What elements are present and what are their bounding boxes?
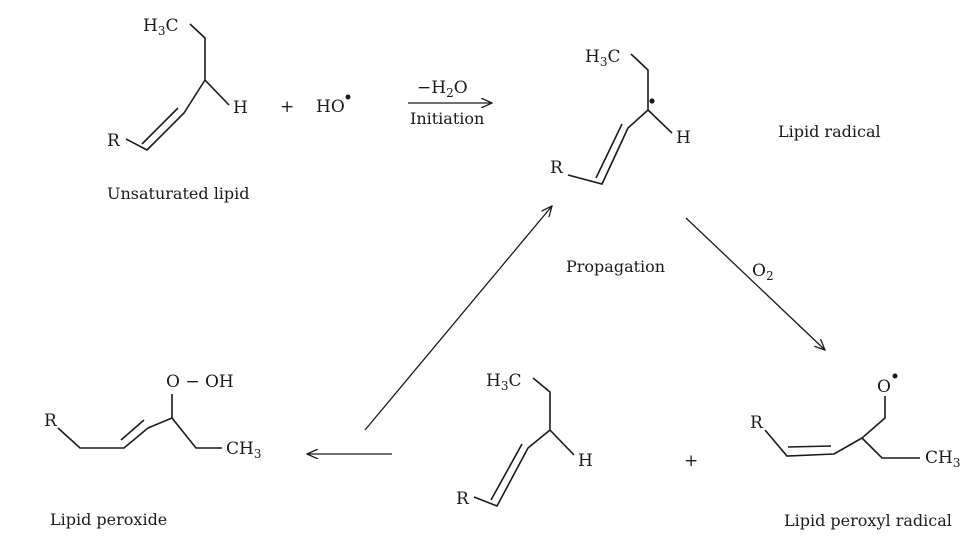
peroxyl-ch3: CH3 [925,448,960,470]
peroxide-ch3: CH3 [226,439,261,461]
plus-sign-2: + [684,451,698,471]
lipid-radical-structure: H3C H R Lipid radical [550,47,881,185]
radical-methyl-label: H3C [585,47,620,69]
oxygen-label: O2 [752,261,774,283]
lipid-peroxyl-radical-structure: O R CH3 Lipid peroxyl radical [750,373,960,530]
reactant-label: Unsaturated lipid [107,184,250,203]
radical-label: Lipid radical [778,122,881,141]
radical-h-atom: H [676,128,691,148]
second-lipid-structure: H3C H R [456,371,593,509]
reactant-r-group: R [107,131,121,151]
unsaturated-lipid-structure: H3C H R Unsaturated lipid [107,16,250,203]
propagation-arrow-up [364,206,552,431]
plus-sign: + [280,97,294,117]
svg-text:HO: HO [316,97,345,117]
initiation-label: Initiation [410,109,484,128]
peroxyl-label: Lipid peroxyl radical [784,511,952,530]
second-lipid-methyl-label: H3C [486,371,521,393]
peroxide-ooh: O − OH [166,372,234,392]
radical-r-group: R [550,158,564,178]
peroxide-r-group: R [44,411,58,431]
initiation-arrow: −H2O Initiation [408,78,492,128]
peroxyl-radical-dot [892,373,898,379]
reactant-methyl-label: H3C [143,16,178,38]
second-lipid-r-group: R [456,489,470,509]
oxygenation-arrow [685,217,825,350]
peroxyl-oxygen: O [877,377,891,397]
second-lipid-h-atom: H [578,451,593,471]
radical-dot [649,98,655,104]
initiation-water-label: −H2O [417,78,468,100]
propagation-label: Propagation [566,257,665,276]
propagation-cycle: Propagation O2 [307,206,825,454]
peroxyl-r-group: R [750,413,764,433]
lipid-peroxide-structure: O − OH R CH3 Lipid peroxide [44,372,261,529]
reactant-h-atom: H [233,98,248,118]
peroxide-label: Lipid peroxide [50,510,167,529]
hydroxyl-radical: HO [316,94,351,117]
